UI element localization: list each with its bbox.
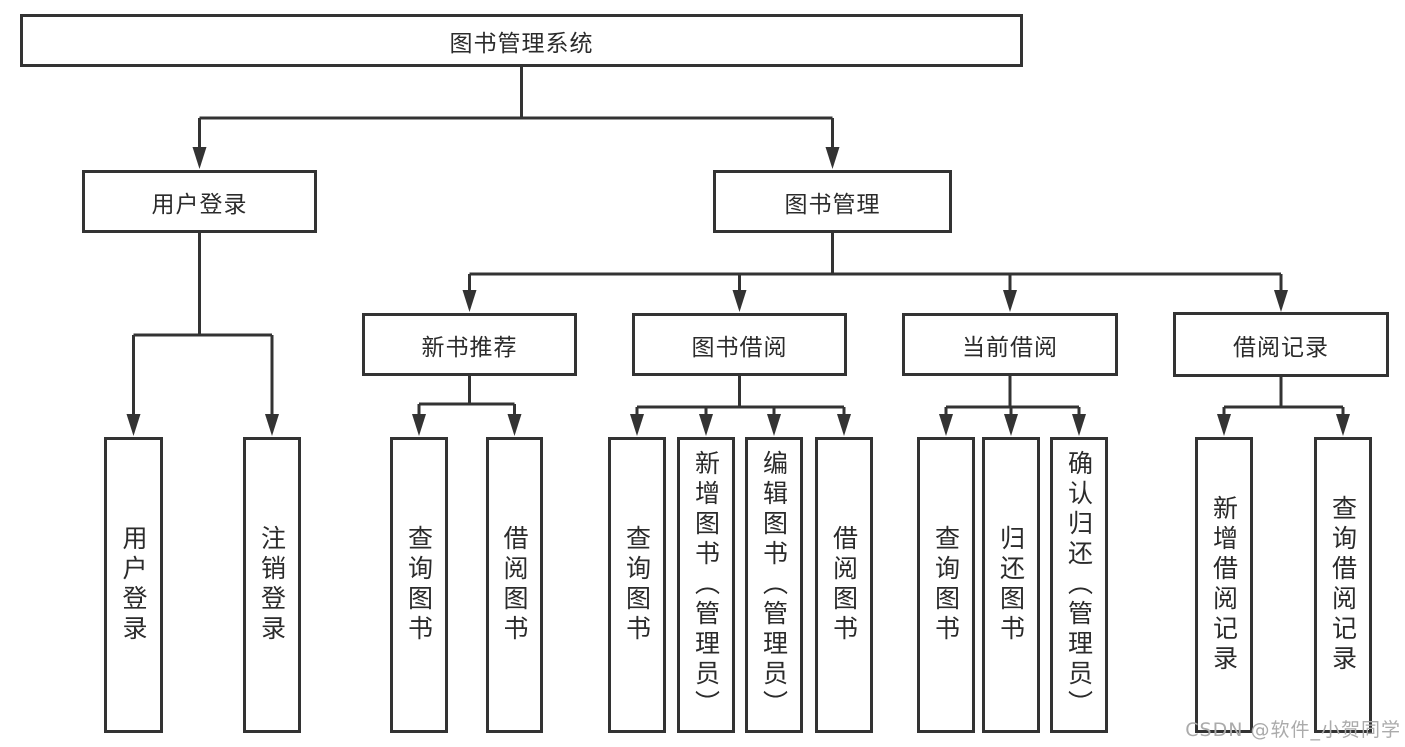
leaf-label: 查询图书 <box>404 525 434 645</box>
node-user-login: 用户登录 <box>82 170 317 233</box>
leaf-label: 用户登录 <box>119 525 148 645</box>
leaf-label: 注销登录 <box>257 525 287 645</box>
arrow-down-icon <box>630 414 644 436</box>
leaf-label: 借阅图书 <box>500 525 529 645</box>
arrow-down-icon <box>767 414 781 436</box>
leaf-confirm-return-admin: 确认归还（管理员） <box>1050 437 1108 733</box>
node-book-management: 图书管理 <box>713 170 952 233</box>
node-label: 借阅记录 <box>1233 334 1329 361</box>
arrow-down-icon <box>507 414 522 436</box>
node-current-borrowing: 当前借阅 <box>902 313 1118 376</box>
arrow-down-icon <box>126 414 141 436</box>
arrow-down-icon <box>939 414 953 436</box>
leaf-borrow-books-recommend: 借阅图书 <box>486 437 543 733</box>
leaf-logout: 注销登录 <box>243 437 301 733</box>
node-label: 新书推荐 <box>421 334 518 361</box>
arrow-down-icon <box>837 414 851 436</box>
node-label: 图书管理 <box>784 191 881 218</box>
node-label: 图书管理系统 <box>449 30 594 57</box>
leaf-label: 查询图书 <box>622 525 652 645</box>
leaf-label: 归还图书 <box>996 525 1026 645</box>
arrow-down-icon <box>1072 414 1086 436</box>
arrow-down-icon <box>732 290 747 312</box>
arrowheads <box>126 147 1350 436</box>
leaf-borrow-books-borrowing: 借阅图书 <box>815 437 873 733</box>
leaf-query-books-recommend: 查询图书 <box>390 437 448 733</box>
arrow-down-icon <box>1336 414 1350 436</box>
node-root: 图书管理系统 <box>20 14 1023 67</box>
leaf-user-login: 用户登录 <box>104 437 163 733</box>
leaf-label: 新增图书（管理员） <box>691 450 721 720</box>
connector-userlogin-to-leaves <box>132 233 274 418</box>
arrow-down-icon <box>192 147 207 169</box>
arrow-down-icon <box>825 147 840 169</box>
connector-root-to-level2 <box>198 67 834 150</box>
leaf-label: 新增借阅记录 <box>1209 495 1239 675</box>
leaf-query-borrow-record: 查询借阅记录 <box>1314 437 1372 733</box>
connector-newbook-to-leaves <box>417 376 516 418</box>
arrow-down-icon <box>265 414 279 436</box>
arrow-down-icon <box>1274 290 1288 312</box>
node-borrowing-records: 借阅记录 <box>1173 312 1389 377</box>
leaf-add-books-admin: 新增图书（管理员） <box>677 437 735 733</box>
leaf-label: 借阅图书 <box>829 525 859 645</box>
leaf-edit-books-admin: 编辑图书（管理员） <box>745 437 803 733</box>
leaf-label: 编辑图书（管理员） <box>759 450 789 720</box>
node-book-borrowing: 图书借阅 <box>632 313 847 376</box>
watermark: CSDN @软件_小贺同学 <box>1185 719 1401 741</box>
connector-borrowing-to-leaves <box>635 376 846 418</box>
connector-records-to-leaves <box>1222 377 1345 418</box>
connector-bookmgmt-to-level3 <box>468 233 1283 293</box>
leaf-query-books-current: 查询图书 <box>917 437 975 733</box>
leaf-add-borrow-record: 新增借阅记录 <box>1195 437 1253 733</box>
connector-current-to-leaves <box>944 376 1081 418</box>
node-new-book-recommendation: 新书推荐 <box>362 313 577 376</box>
leaf-label: 查询图书 <box>931 525 961 645</box>
leaf-return-books: 归还图书 <box>982 437 1040 733</box>
leaf-label: 查询借阅记录 <box>1328 495 1358 675</box>
leaf-query-books-borrowing: 查询图书 <box>608 437 666 733</box>
leaf-label: 确认归还（管理员） <box>1064 450 1094 720</box>
arrow-down-icon <box>1004 414 1018 436</box>
arrow-down-icon <box>1003 290 1017 312</box>
node-label: 图书借阅 <box>691 334 788 361</box>
arrow-down-icon <box>462 290 477 312</box>
node-label: 用户登录 <box>151 191 248 218</box>
arrow-down-icon <box>699 414 713 436</box>
node-label: 当前借阅 <box>962 334 1058 361</box>
arrow-down-icon <box>412 414 426 436</box>
arrow-down-icon <box>1217 414 1231 436</box>
